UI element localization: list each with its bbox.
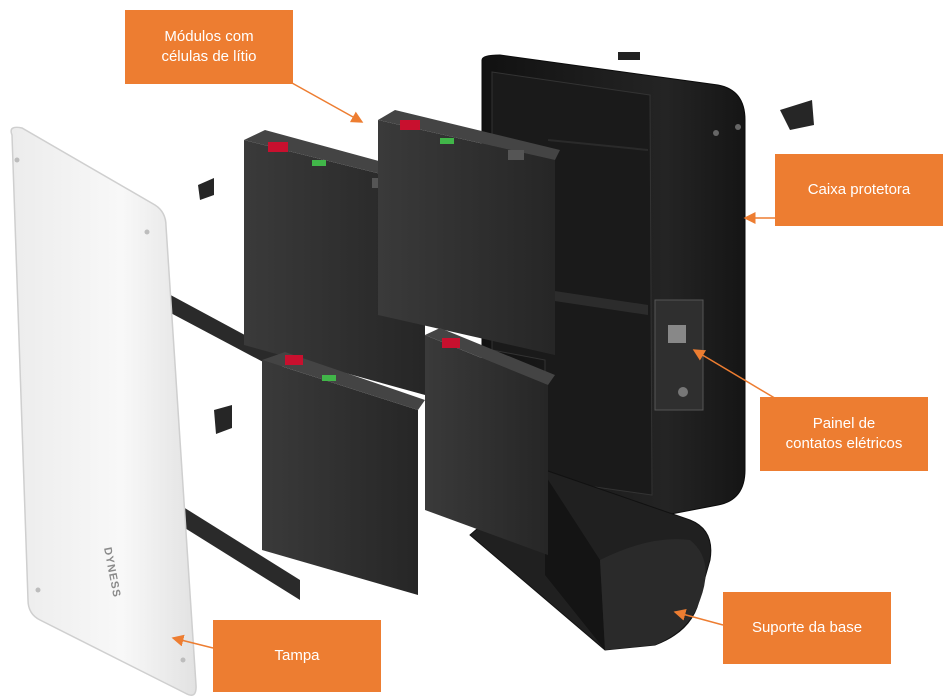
callout-caixa-protetora: Caixa protetora: [775, 154, 943, 226]
lithium-module-bottom-right: [425, 328, 555, 555]
callout-modulos-text: Módulos com células de lítio: [161, 27, 257, 65]
callout-suporte-text: Suporte da base: [751, 618, 863, 636]
callout-arrows: [171, 82, 779, 649]
arrow-painel: [692, 349, 779, 401]
callout-painel-text: Painel de contatos elétricos: [785, 414, 903, 452]
mounting-rails: [165, 178, 300, 600]
arrow-modulos: [291, 82, 364, 123]
lithium-module-bottom-left: [262, 352, 425, 595]
callout-tampa-text: Tampa: [274, 646, 320, 664]
callout-tampa: Tampa: [213, 620, 381, 692]
arrow-tampa: [171, 634, 214, 649]
callout-suporte-base: Suporte da base: [723, 592, 891, 664]
callout-painel-contatos: Painel de contatos elétricos: [760, 397, 928, 471]
callout-modulos: Módulos com células de lítio: [125, 10, 293, 84]
arrow-suporte: [673, 608, 724, 626]
lithium-module-top-right: [378, 110, 560, 355]
callout-caixa-text: Caixa protetora: [807, 180, 911, 198]
cover-panel: DYNESS: [10, 126, 197, 696]
